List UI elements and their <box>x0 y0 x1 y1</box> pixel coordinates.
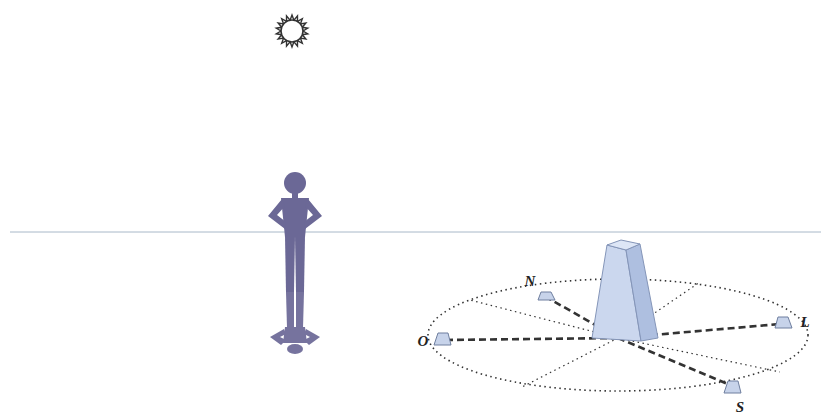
sun-ray <box>287 41 291 47</box>
gnomon-side <box>626 244 658 341</box>
person-torso <box>281 198 309 237</box>
person-head <box>284 172 306 194</box>
marker-stone <box>434 333 451 345</box>
dial-line <box>520 338 618 388</box>
sun-ray <box>290 15 294 20</box>
sun-ray <box>298 38 303 43</box>
sun-ray <box>302 27 307 31</box>
sun-ray <box>282 19 287 24</box>
sun-disc <box>281 20 303 42</box>
person-figure <box>268 172 322 292</box>
shadow-arm <box>304 329 320 345</box>
shadow-leg <box>296 292 304 328</box>
person-shadow <box>270 292 320 354</box>
person-neck <box>292 192 298 198</box>
sun-ray <box>276 27 281 31</box>
sun-ray <box>287 16 291 22</box>
south-line <box>618 338 730 385</box>
person-leg <box>295 236 305 292</box>
sun-ray <box>294 16 298 22</box>
gnomon-top <box>607 240 640 250</box>
sun-ray <box>278 35 283 39</box>
marker-stone <box>775 317 792 328</box>
sun-symbol <box>276 15 308 47</box>
shadow-leg <box>286 292 294 328</box>
marker-stone <box>538 292 555 300</box>
marker-stone <box>724 381 741 393</box>
horizon-line <box>10 232 821 233</box>
gnomon-stone <box>592 240 658 341</box>
sun-ray <box>302 31 307 35</box>
compass-label: S <box>736 400 744 415</box>
sun-ray <box>300 23 305 27</box>
sun-ray <box>276 31 281 35</box>
shadow-arm <box>270 329 286 345</box>
sun-ray <box>290 42 294 47</box>
compass-label: O <box>418 334 429 349</box>
compass-label: L <box>800 315 809 330</box>
person-arm <box>268 199 286 229</box>
person-arm <box>304 199 322 229</box>
compass-label: N <box>525 274 536 289</box>
shadow-head <box>287 344 303 354</box>
person-leg <box>285 236 295 292</box>
dial-line <box>618 338 780 372</box>
shadow-torso <box>283 327 307 343</box>
sun-ray <box>294 41 298 47</box>
